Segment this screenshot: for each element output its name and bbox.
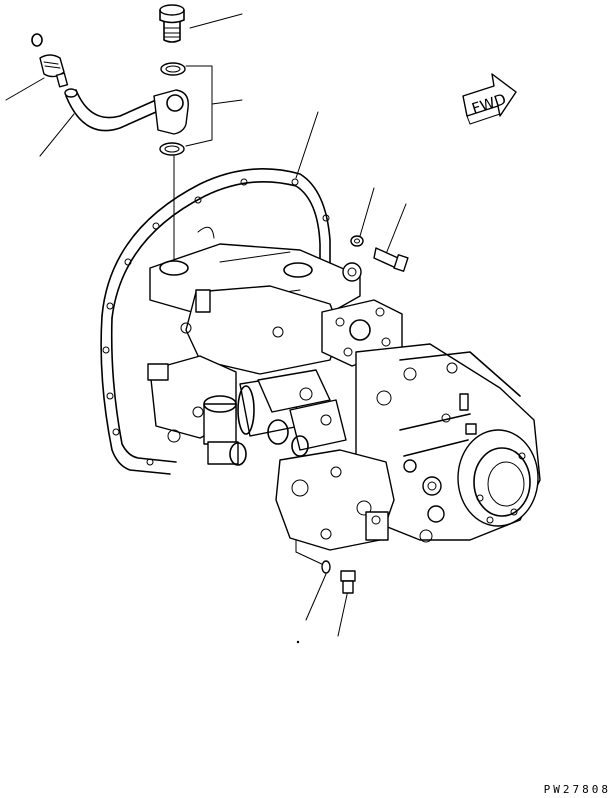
washer-bolt-lower <box>321 560 356 594</box>
plug-part <box>159 4 185 43</box>
breather-cap-part <box>31 33 69 88</box>
o-ring-parts <box>159 62 186 156</box>
assembly-axis-line-lower-b <box>295 551 327 567</box>
washer-bolt-upper <box>350 235 409 272</box>
breather-tube-part <box>64 88 189 135</box>
main-pump-assembly <box>147 243 541 551</box>
leader-line-orings <box>211 99 243 105</box>
leader-line-tube <box>39 113 75 157</box>
leader-line-lower-bolt <box>337 589 349 637</box>
leader-line-lower-washer <box>305 573 327 621</box>
registration-dot <box>296 640 300 644</box>
leader-line-plug <box>189 13 243 29</box>
leader-line-gasket <box>295 111 319 179</box>
leader-line-washer <box>359 187 375 237</box>
drawing-code: PW27808 <box>543 783 611 796</box>
leader-line-cap <box>5 77 45 101</box>
leader-line-bolt <box>385 203 407 255</box>
housing-gasket-part <box>100 168 331 475</box>
forward-direction-arrow-icon: FWD <box>462 73 517 125</box>
oring-bracket <box>185 65 213 147</box>
